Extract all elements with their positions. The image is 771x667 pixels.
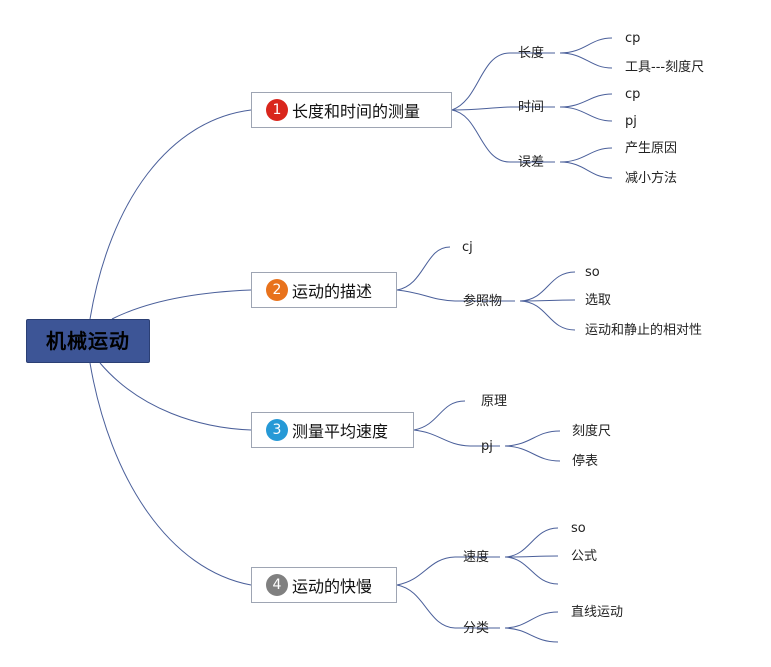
leaf-time-pj[interactable]: pj [625,114,637,129]
connector-ref-relativity [519,300,576,331]
subtopic-cj[interactable]: cj [462,240,473,255]
topic-label: 运动的快慢 [292,577,373,596]
connector-class-empty [504,627,559,643]
connector-ref-so [519,271,576,302]
subtopic-length[interactable]: 长度 [518,46,545,61]
connector-root-topic-2 [111,289,252,320]
connector-length-cp [559,37,613,54]
leaf-reference-relativity[interactable]: 运动和静止的相对性 [585,323,703,338]
leaf-error-reduce[interactable]: 减小方法 [625,171,678,186]
connector-t2-cj [396,246,451,291]
topic-average-speed[interactable]: 3 测量平均速度 [251,412,414,448]
connector-error-cause [559,147,613,163]
connector-speed-formula [504,555,559,558]
connector-t1-time [451,106,511,111]
leaf-speed-so[interactable]: so [571,521,586,536]
connector-length-tool [559,52,613,69]
connector-speed-so [504,527,559,558]
connector-t1-length [451,52,511,111]
leaf-stopwatch[interactable]: 停表 [572,454,599,469]
connector-ref-choose [519,299,576,302]
connector-error-reduce [559,161,613,179]
connector-t4-class [396,584,456,629]
badge-number-3: 3 [266,419,288,441]
connector-root-topic-3 [99,362,252,431]
connector-pj-ruler [504,430,561,447]
subtopic-principle[interactable]: 原理 [481,394,508,409]
connector-root-topic-1 [89,109,252,320]
subtopic-velocity[interactable]: 速度 [463,550,490,565]
leaf-reference-so[interactable]: so [585,265,600,280]
subtopic-reference-frame[interactable]: 参照物 [463,294,503,309]
connector-time-pj [559,106,613,122]
connector-t3-principle [413,400,466,431]
subtopic-classification[interactable]: 分类 [463,621,490,636]
connector-t3-pj [413,429,471,447]
leaf-error-cause[interactable]: 产生原因 [625,141,678,156]
topic-motion-description[interactable]: 2 运动的描述 [251,272,397,308]
connector-class-linear [504,611,559,629]
leaf-time-cp[interactable]: cp [625,87,641,102]
badge-number-4: 4 [266,574,288,596]
leaf-speed-formula[interactable]: 公式 [571,549,598,564]
topic-speed[interactable]: 4 运动的快慢 [251,567,397,603]
connector-root-topic-4 [89,362,252,586]
badge-number-1: 1 [266,99,288,121]
topic-label: 测量平均速度 [292,422,389,441]
subtopic-time[interactable]: 时间 [518,100,545,115]
leaf-ruler[interactable]: 刻度尺 [572,424,612,439]
connector-pj-stopwatch [504,445,561,462]
badge-number-2: 2 [266,279,288,301]
leaf-length-cp[interactable]: cp [625,31,641,46]
connector-speed-empty [504,556,559,585]
leaf-length-tool[interactable]: 工具---刻度尺 [625,60,705,75]
connector-time-cp [559,93,613,108]
subtopic-error[interactable]: 误差 [518,155,545,170]
leaf-linear-motion[interactable]: 直线运动 [571,605,624,620]
connector-t1-error [451,109,511,163]
connector-t2-reference [396,289,456,302]
topic-label: 长度和时间的测量 [292,102,421,121]
topic-length-and-time[interactable]: 1 长度和时间的测量 [251,92,452,128]
subtopic-pj[interactable]: pj [481,439,493,454]
connector-t4-speed [396,556,456,586]
topic-label: 运动的描述 [292,282,373,301]
leaf-reference-choose[interactable]: 选取 [585,293,612,308]
root-topic[interactable]: 机械运动 [26,319,150,363]
